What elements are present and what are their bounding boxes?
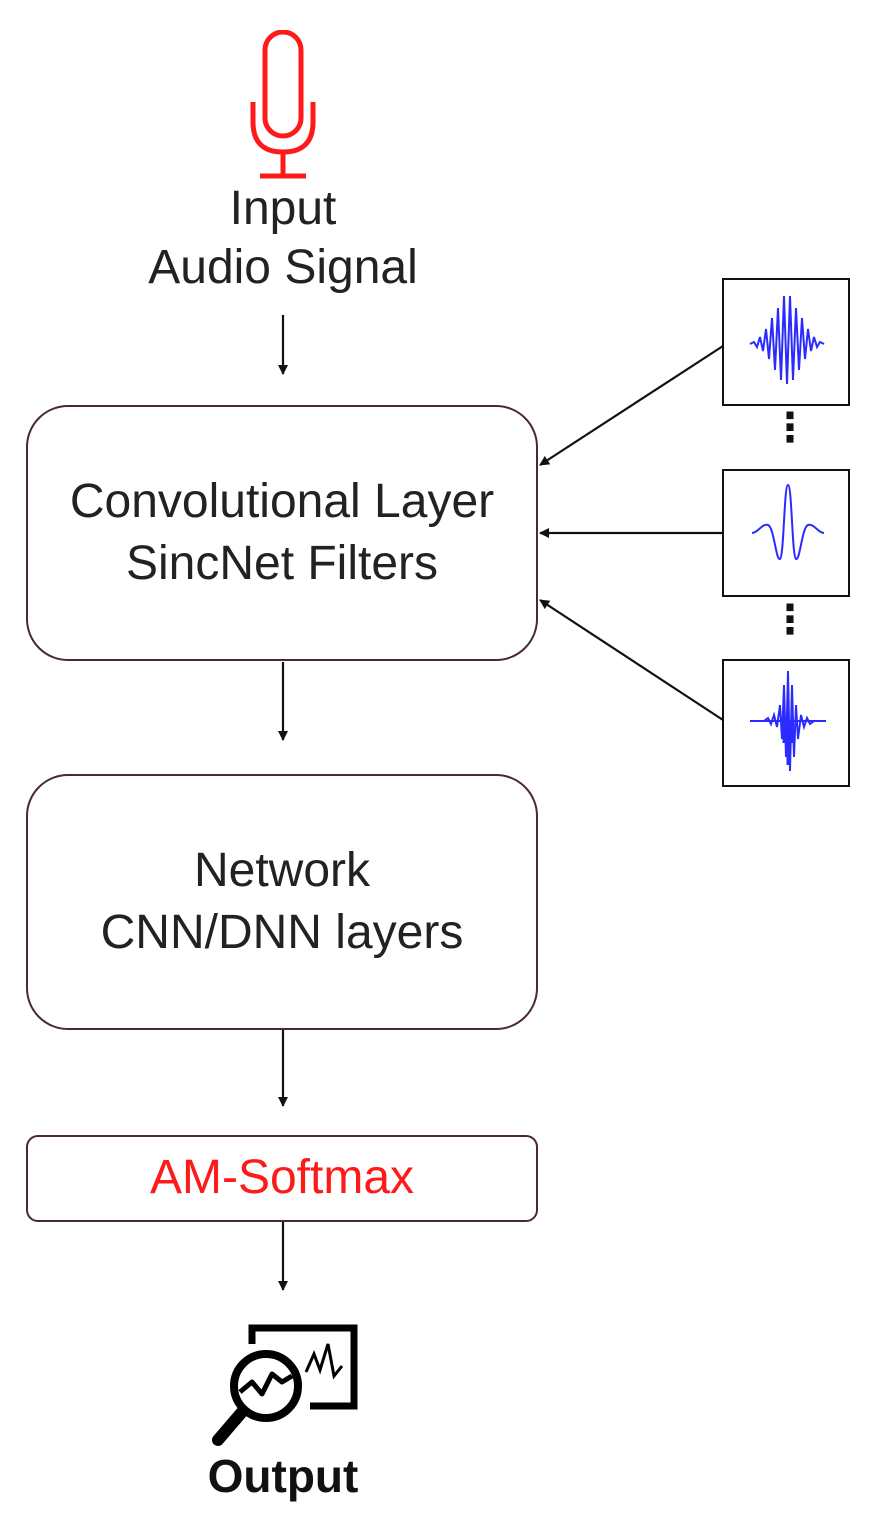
filter-separator-2: ⋮ [770,598,810,642]
input-label-line2: Audio Signal [148,240,418,294]
filter-separator-1: ⋮ [770,406,810,450]
microphone-icon [248,29,318,180]
sinc-filter-wideband-icon [722,278,850,406]
sinc-filter-lowfreq-icon [722,469,850,597]
analytics-monitor-icon [206,1322,362,1452]
arrow-filter1-to-conv [539,345,724,466]
network-title: Network [193,843,371,897]
network-block: Network CNN/DNN layers [26,774,538,1030]
conv-layer-title: Convolutional Layer [69,474,495,528]
output-label: Output [207,1450,359,1502]
network-subtitle: CNN/DNN layers [100,906,464,959]
input-label-line1: Input [229,182,337,235]
am-softmax-label: AM-Softmax [149,1151,415,1205]
sinc-filter-highfreq-icon [722,659,850,787]
conv-layer-subtitle: SincNet Filters [125,537,439,590]
arrow-filter3-to-conv [539,599,724,721]
convolutional-layer-block: Convolutional Layer SincNet Filters [26,405,538,661]
am-softmax-block: AM-Softmax [26,1135,538,1222]
input-label: Input Audio Signal [113,180,453,297]
